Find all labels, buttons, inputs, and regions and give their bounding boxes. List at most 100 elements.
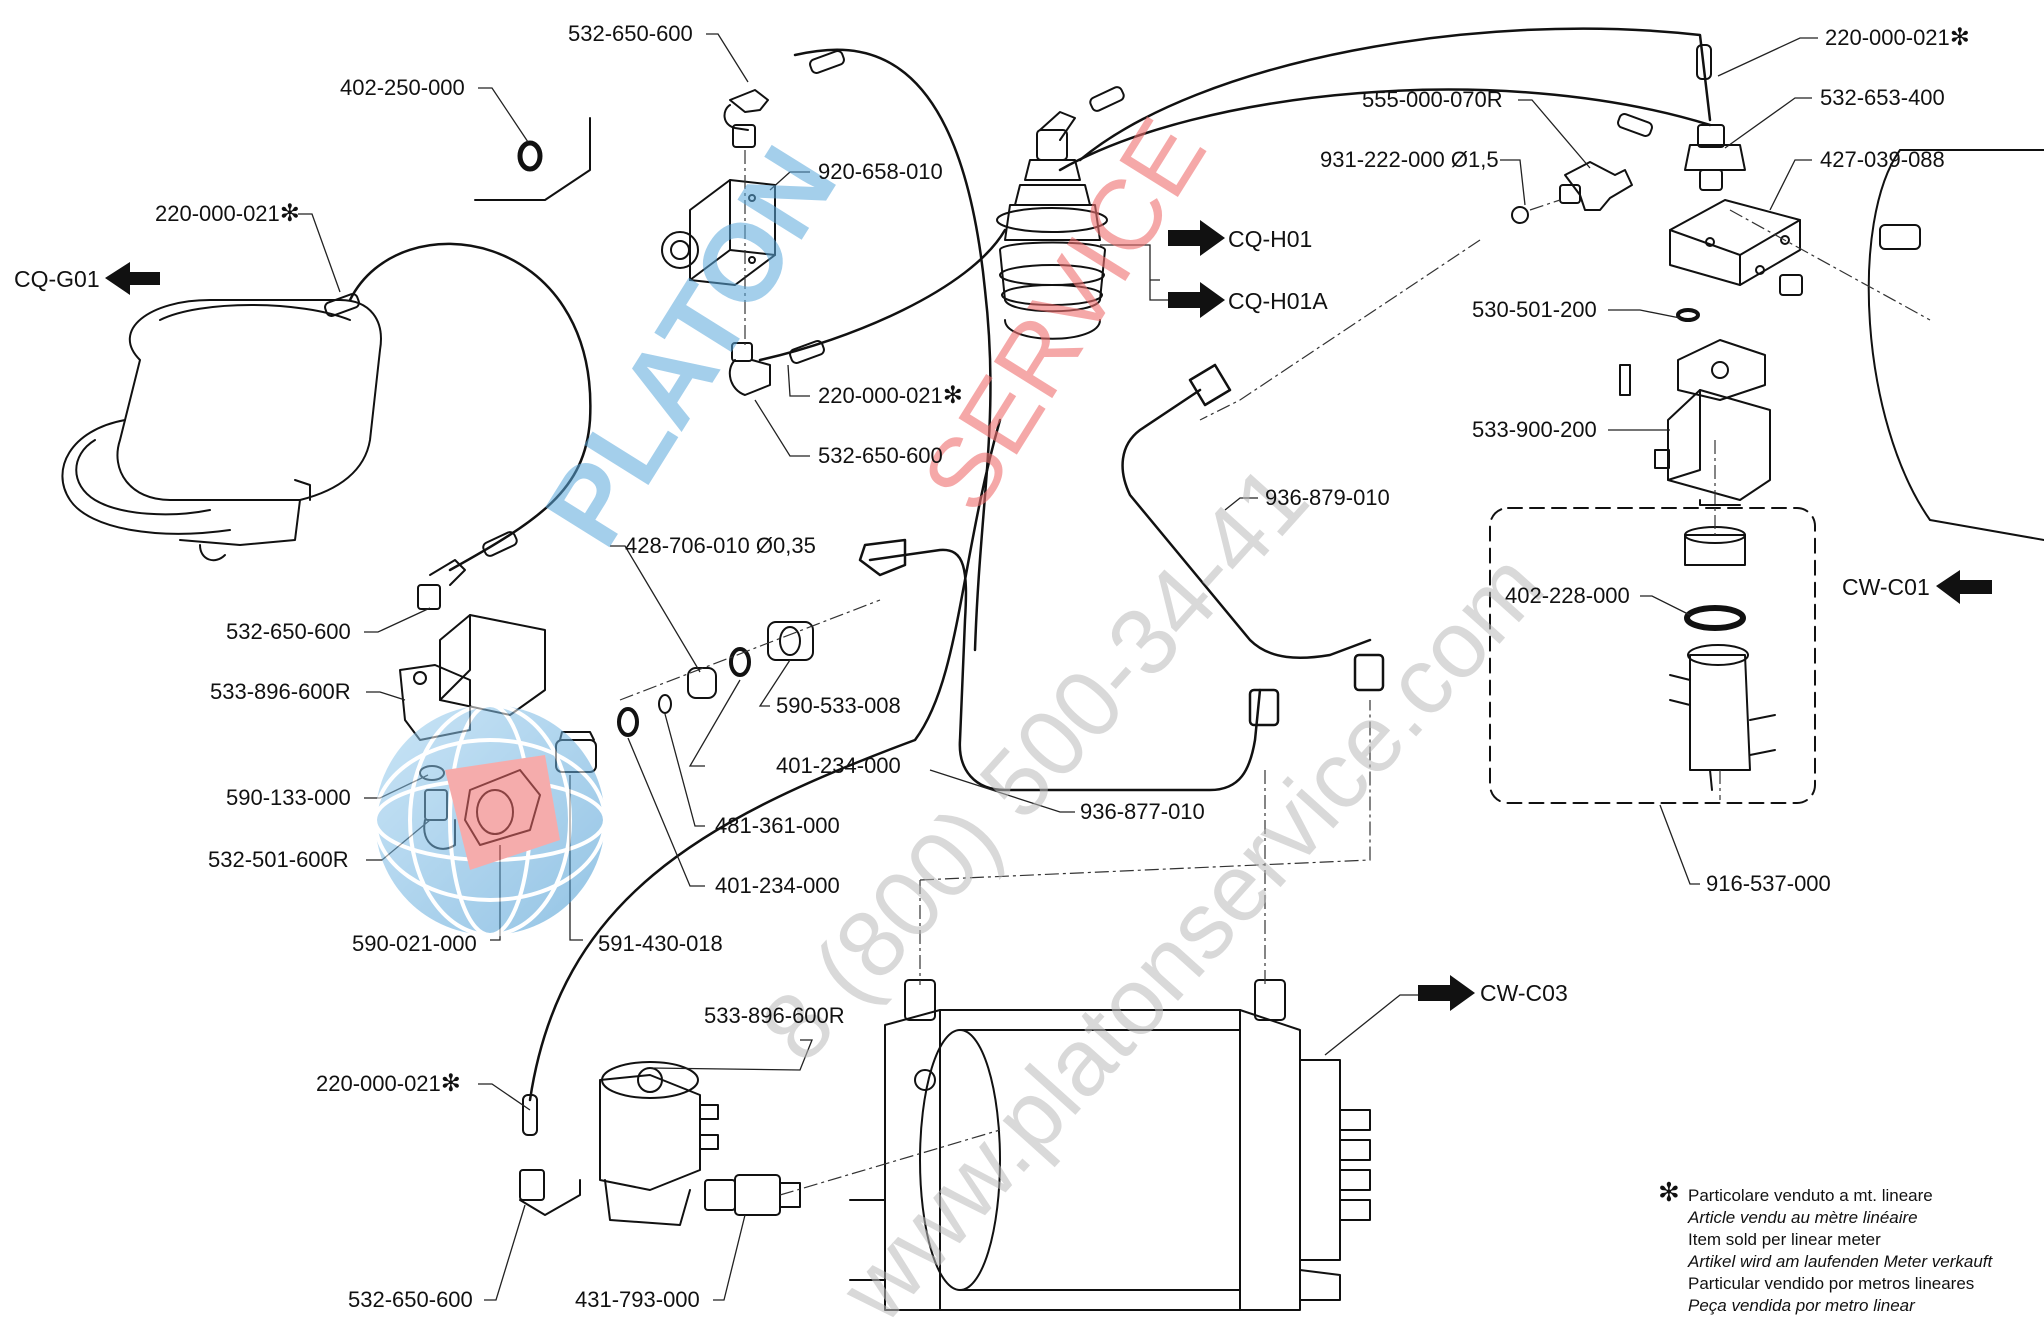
label-533-896-600R-bottom: 533-896-600R	[704, 1003, 845, 1028]
ref-cq-g01: CQ-G01	[14, 266, 100, 292]
legend-de: Artikel wird am laufenden Meter verkauft	[1688, 1252, 1993, 1271]
elbow-532-650-600-bottom	[519, 1169, 581, 1216]
label-401-234-000-b: 401-234-000	[776, 753, 901, 778]
label-532-650-600-top: 532-650-600	[568, 21, 693, 46]
label-220-000-021-bottom: 220-000-021✻	[316, 1072, 461, 1096]
label-220-000-021-topright-text: 220-000-021	[1825, 25, 1950, 50]
adapter-431-793	[704, 1174, 801, 1216]
leader-lines	[298, 33, 1818, 1301]
label-533-900-200: 533-900-200	[1472, 417, 1597, 442]
ref-cq-h01a: CQ-H01A	[1228, 288, 1328, 314]
o-ring-401-234-b	[729, 647, 751, 677]
ref-cw-c03: CW-C03	[1480, 980, 1568, 1006]
legend-fr: Article vendu au mètre linéaire	[1688, 1208, 1918, 1227]
legend-en: Item sold per linear meter	[1688, 1230, 1881, 1249]
elbow-532-650-600-left	[417, 559, 466, 610]
sleeve-7	[482, 531, 518, 557]
center-lines	[619, 150, 1931, 1196]
lower-elbow-fitting	[728, 342, 771, 396]
sleeve-5	[1617, 113, 1653, 137]
label-402-250-000: 402-250-000	[340, 75, 465, 100]
solenoid-valve-533-900	[1654, 339, 1771, 506]
label-427-039-088: 427-039-088	[1820, 147, 1945, 172]
solenoid-valve-left	[399, 614, 546, 741]
o-ring-402-228	[1684, 605, 1746, 631]
bolt	[1619, 364, 1631, 396]
sleeve-3	[789, 340, 825, 364]
label-532-650-600-left: 532-650-600	[226, 619, 351, 644]
label-591-430-018: 591-430-018	[598, 931, 723, 956]
label-481-361-000: 481-361-000	[715, 813, 840, 838]
boiler-fitting	[1879, 224, 1921, 250]
sleeve-4	[1089, 86, 1125, 112]
arrow-cq-h01	[1168, 220, 1225, 256]
asterisk-icon: ✻	[942, 382, 963, 409]
legend: ✻ Particolare venduto a mt. lineare Arti…	[1658, 1179, 1993, 1317]
ref-cw-c01: CW-C01	[1842, 574, 1930, 600]
boiler-edge	[1867, 149, 2044, 541]
boiler-bottom	[849, 979, 1371, 1311]
sleeve-2	[809, 50, 845, 74]
legend-es: Particular vendido por metros lineares	[1688, 1274, 1975, 1293]
flow-meter-916	[1669, 526, 1776, 791]
sleeve-1	[324, 293, 360, 317]
asterisk-icon: ✻	[1949, 24, 1970, 51]
o-ring-401-234-a	[617, 707, 639, 737]
arrow-cq-g01	[105, 262, 160, 295]
label-530-501-200: 530-501-200	[1472, 297, 1597, 322]
label-220-000-021-left-text: 220-000-021	[155, 201, 280, 226]
label-220-000-021-left: 220-000-021✻	[155, 202, 300, 226]
o-ring-402-250	[517, 140, 543, 172]
fitting-590-533	[767, 621, 814, 661]
solenoid-valve-920	[661, 179, 776, 286]
label-590-533-008: 590-533-008	[776, 693, 901, 718]
sleeve-6	[1696, 44, 1712, 80]
tee-fitting-555	[1559, 161, 1633, 211]
o-ring-530-501	[1676, 308, 1700, 322]
label-220-000-021-bottom-text: 220-000-021	[316, 1071, 441, 1096]
manifold-block-427	[1669, 199, 1803, 296]
label-532-650-600-bottom: 532-650-600	[348, 1287, 473, 1312]
label-532-501-600R: 532-501-600R	[208, 847, 349, 872]
label-533-896-600R-left: 533-896-600R	[210, 679, 351, 704]
label-916-537-000: 916-537-000	[1706, 871, 1831, 896]
ref-cq-h01: CQ-H01	[1228, 226, 1313, 252]
label-220-000-021-mid: 220-000-021✻	[818, 384, 963, 408]
sleeve-8	[522, 1094, 538, 1136]
label-931-222-000: 931-222-000 Ø1,5	[1320, 147, 1499, 172]
reference-arrows	[105, 220, 1992, 1011]
label-532-650-600-mid: 532-650-600	[818, 443, 943, 468]
tee-532-653-400	[1684, 124, 1746, 191]
dashed-group-box	[1489, 507, 1816, 804]
label-220-000-021-mid-text: 220-000-021	[818, 383, 943, 408]
label-532-653-400: 532-653-400	[1820, 85, 1945, 110]
label-401-234-000-a: 401-234-000	[715, 873, 840, 898]
top-elbow-fitting	[723, 89, 769, 148]
label-402-228-000: 402-228-000	[1505, 583, 1630, 608]
jet-931-222	[1511, 206, 1529, 224]
washer-481-361	[658, 694, 672, 714]
label-220-000-021-topright: 220-000-021✻	[1825, 26, 1970, 50]
label-590-133-000: 590-133-000	[226, 785, 351, 810]
pump-body	[61, 299, 382, 562]
legend-it: Particolare venduto a mt. lineare	[1688, 1186, 1933, 1205]
label-590-021-000: 590-021-000	[352, 931, 477, 956]
label-428-706-010: 428-706-010 Ø0,35	[625, 533, 816, 558]
label-920-658-010: 920-658-010	[818, 159, 943, 184]
arrow-cw-c01	[1936, 570, 1992, 604]
arrow-cq-h01a	[1168, 282, 1225, 318]
label-936-877-010: 936-877-010	[1080, 799, 1205, 824]
asterisk-icon: ✻	[1658, 1177, 1680, 1207]
asterisk-icon: ✻	[440, 1070, 461, 1097]
brew-group-assembly	[996, 111, 1108, 340]
wall-bracket	[474, 117, 591, 201]
label-555-000-070R: 555-000-070R	[1362, 87, 1503, 112]
arrow-cw-c03	[1418, 975, 1475, 1011]
watermark-globe	[373, 703, 607, 937]
solenoid-valve-bottom	[599, 1061, 719, 1226]
label-431-793-000: 431-793-000	[575, 1287, 700, 1312]
tubes	[348, 27, 1712, 1102]
legend-pt: Peça vendida por metro linear	[1688, 1296, 1915, 1315]
asterisk-icon: ✻	[279, 200, 300, 227]
